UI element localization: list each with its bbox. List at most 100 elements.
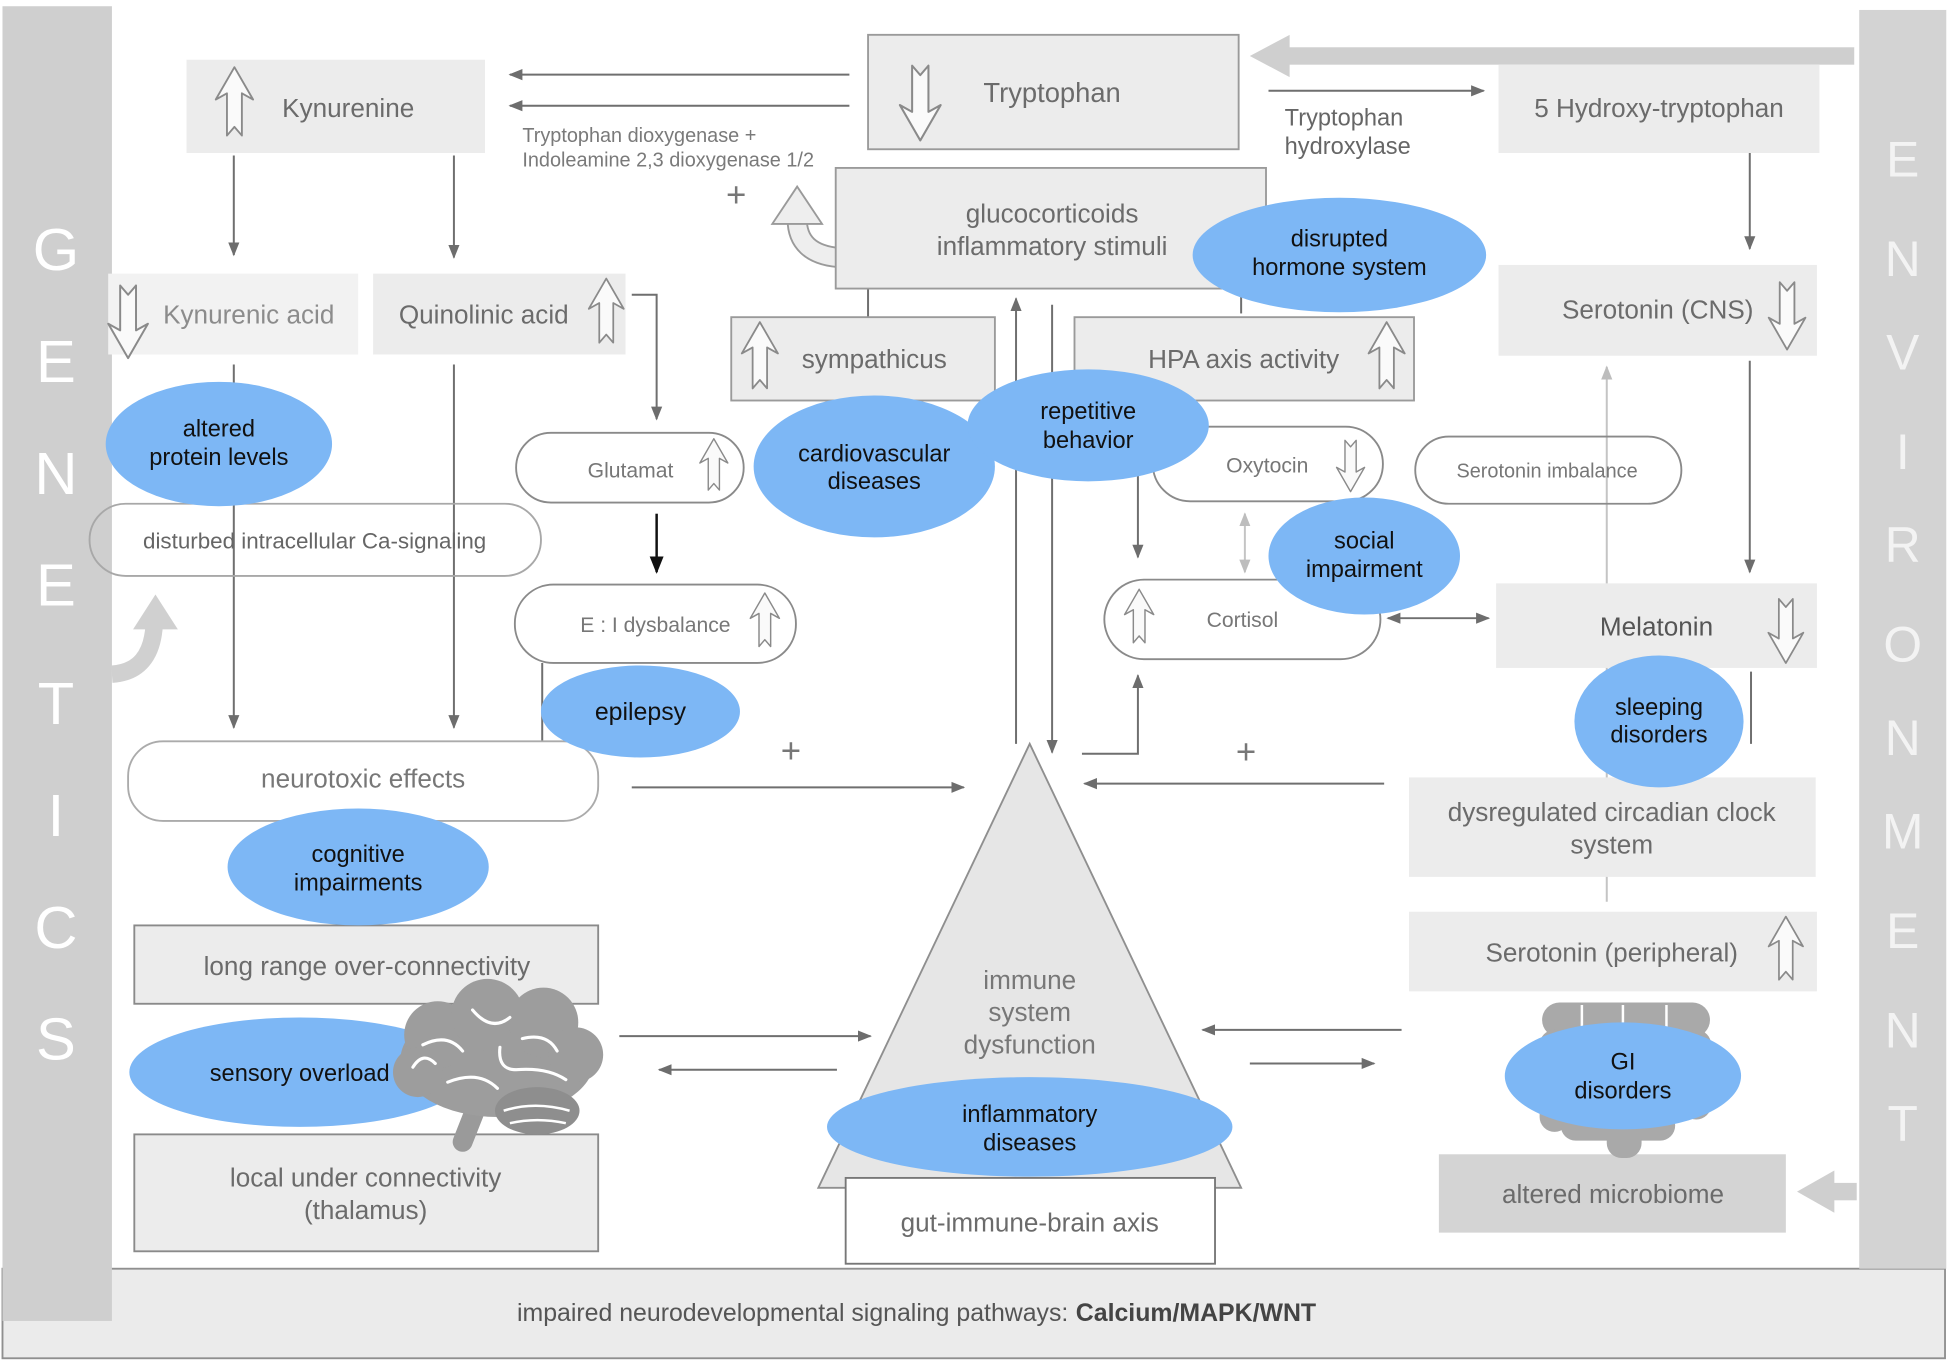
- symptom-cardiovascular-diseases: cardiovascular diseases: [753, 395, 995, 538]
- node-label: HPA axis activity: [1148, 344, 1339, 374]
- symptom-altered-protein-levels: altered protein levels: [105, 381, 333, 507]
- genetics-to-ca-signaling-curved-arrow: [110, 594, 178, 683]
- node-ca-signaling: disturbed intracellular Ca-signaling: [88, 502, 542, 577]
- node-gut-immune-brain-axis: gut-immune-brain axis: [844, 1176, 1216, 1265]
- environment-to-tryptophan-arrow: [1249, 34, 1855, 78]
- environment-letter: I: [1896, 424, 1910, 480]
- node-under-connectivity: local under connectivity (thalamus): [133, 1133, 600, 1253]
- brain-icon: [392, 978, 604, 1152]
- node-serotonin-peripheral: Serotonin (peripheral): [1409, 911, 1817, 992]
- symptom-label: GI: [1610, 1050, 1635, 1076]
- node-label: sympathicus: [802, 344, 947, 374]
- genetics-letter: T: [38, 670, 74, 737]
- environment-letter: N: [1885, 231, 1921, 287]
- footer-text: impaired neurodevelopmental signaling pa…: [517, 1299, 1316, 1327]
- symptom-cognitive-impairments: cognitive impairments: [227, 808, 489, 926]
- node-label: 5 Hydroxy-tryptophan: [1534, 93, 1784, 123]
- symptom-label: disorders: [1610, 723, 1707, 749]
- environment-letter: E: [1886, 132, 1919, 188]
- symptom-label: sensory overload: [210, 1061, 390, 1087]
- symptom-repetitive-behavior: repetitive behavior: [967, 369, 1209, 482]
- node-label: Tryptophan: [983, 77, 1120, 108]
- node-5-hydroxy-tryptophan: 5 Hydroxy-tryptophan: [1498, 64, 1820, 153]
- node-quinolinic-acid: Quinolinic acid: [373, 273, 626, 355]
- node-label: glucocorticoids: [966, 199, 1139, 229]
- genetics-letter: S: [36, 1006, 76, 1073]
- environment-letter: V: [1886, 324, 1919, 380]
- symptom-disrupted-hormone-system: disrupted hormone system: [1192, 197, 1487, 313]
- node-label: neurotoxic effects: [261, 763, 465, 793]
- symptom-label: impairments: [294, 871, 423, 897]
- node-label: E : I dysbalance: [580, 614, 730, 637]
- plus-sign: +: [781, 731, 801, 770]
- node-sympathicus: sympathicus: [730, 316, 996, 402]
- node-label: Quinolinic acid: [399, 299, 569, 329]
- node-serotonin-cns: Serotonin (CNS): [1498, 264, 1817, 356]
- plus-sign: +: [1236, 733, 1256, 772]
- node-glutamat: Glutamat: [515, 431, 745, 504]
- environment-letter: M: [1882, 803, 1923, 859]
- node-kynurenic-acid: Kynurenic acid: [107, 273, 359, 360]
- environment-letter: E: [1886, 903, 1919, 959]
- node-kynurenine: Kynurenine: [186, 59, 486, 153]
- symptom-label: inflammatory: [962, 1102, 1097, 1128]
- tdo-ido-enzyme-label: Indoleamine 2,3 dioxygenase 1/2: [522, 150, 814, 172]
- node-label: Kynurenic acid: [163, 299, 334, 329]
- symptom-sleeping-disorders: sleeping disorders: [1574, 655, 1744, 788]
- symptom-label: epilepsy: [595, 698, 687, 726]
- symptom-label: diseases: [828, 469, 921, 495]
- environment-letter: R: [1885, 517, 1921, 573]
- symptom-label: disrupted: [1291, 226, 1388, 252]
- genetics-letter: E: [36, 552, 76, 619]
- node-over-connectivity: long range over-connectivity: [133, 924, 600, 1005]
- symptom-label: cardiovascular: [798, 441, 950, 467]
- node-label: (thalamus): [304, 1195, 427, 1225]
- glucocorticoids-feedback-curved-arrow: [770, 184, 840, 269]
- footer-emphasis: Calcium/MAPK/WNT: [1076, 1299, 1316, 1327]
- environment-letter: N: [1885, 1002, 1921, 1058]
- symptom-label: disorders: [1574, 1078, 1671, 1104]
- node-label: Serotonin (peripheral): [1485, 937, 1738, 967]
- node-label: long range over-connectivity: [204, 951, 531, 981]
- genetics-letter: I: [48, 782, 65, 849]
- plus-sign: +: [726, 175, 746, 214]
- node-label: system: [988, 997, 1071, 1027]
- symptom-label: protein levels: [149, 445, 288, 471]
- symptom-inflammatory-diseases: inflammatory diseases: [827, 1077, 1233, 1177]
- symptom-gi-disorders: GI disorders: [1504, 1022, 1742, 1130]
- symptom-label: diseases: [983, 1131, 1076, 1157]
- environment-letter: O: [1883, 617, 1922, 673]
- genetics-letter: E: [36, 328, 76, 395]
- node-tryptophan: Tryptophan: [867, 33, 1240, 151]
- genetics-letter: N: [34, 440, 77, 507]
- genetics-sidebar: G E N E T I C S: [2, 6, 112, 1321]
- node-label: dysfunction: [964, 1030, 1096, 1060]
- quinolinic-to-glutamat-arrow: [631, 293, 663, 421]
- immune-to-cortisol-arrow: [1081, 674, 1144, 755]
- genetics-letter: C: [34, 894, 77, 961]
- node-label: altered microbiome: [1502, 1179, 1724, 1209]
- symptom-label: impairment: [1306, 557, 1423, 583]
- node-circadian-clock: dysregulated circadian clock system: [1409, 777, 1816, 877]
- environment-to-microbiome-arrow: [1797, 1170, 1857, 1213]
- node-label: dysregulated circadian clock: [1448, 797, 1777, 827]
- symptom-social-impairment: social impairment: [1268, 497, 1461, 615]
- environment-letter: T: [1888, 1096, 1918, 1152]
- node-melatonin: Melatonin: [1496, 583, 1817, 668]
- node-glucocorticoids: glucocorticoids inflammatory stimuli: [834, 166, 1267, 290]
- environment-sidebar: E N V I R O N M E N T: [1859, 9, 1947, 1269]
- footer-bar: [1, 1267, 1946, 1360]
- symptom-label: social: [1334, 529, 1394, 555]
- node-label: immune: [983, 965, 1076, 995]
- symptom-epilepsy: epilepsy: [540, 665, 740, 758]
- node-label: local under connectivity: [230, 1163, 501, 1193]
- node-altered-microbiome: altered microbiome: [1438, 1154, 1786, 1233]
- tdo-ido-enzyme-label: Tryptophan dioxygenase +: [522, 125, 756, 147]
- symptom-label: altered: [183, 417, 255, 443]
- tph-enzyme-label: Tryptophan: [1285, 106, 1404, 132]
- symptom-label: behavior: [1043, 428, 1134, 454]
- node-label: Melatonin: [1600, 612, 1713, 642]
- environment-letter: N: [1885, 710, 1921, 766]
- node-label: system: [1570, 829, 1653, 859]
